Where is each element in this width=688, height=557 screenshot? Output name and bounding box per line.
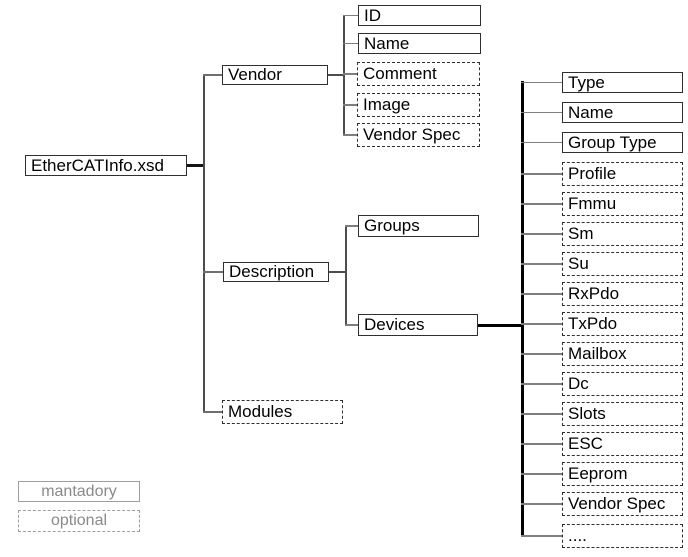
connector-line xyxy=(521,233,562,235)
legend-mandatory-box: mantadory xyxy=(18,481,140,502)
node-devices: Devices xyxy=(358,314,478,336)
node-eeprom: Eeprom xyxy=(562,462,683,486)
connector-line xyxy=(521,443,562,445)
node-label: Vendor Spec xyxy=(568,494,666,513)
node-fmmu: Fmmu xyxy=(562,192,683,216)
connector-line xyxy=(345,225,347,326)
node-description: Description xyxy=(223,262,329,282)
node-label: Image xyxy=(363,95,411,114)
connector-line xyxy=(521,473,562,475)
node-sm: Sm xyxy=(562,222,683,246)
connector-line xyxy=(345,324,358,326)
node-label: Su xyxy=(568,254,589,273)
node-label: Profile xyxy=(568,164,617,183)
connector-line xyxy=(343,14,345,136)
node-label: Group Type xyxy=(568,132,657,152)
node-su: Su xyxy=(562,252,683,276)
node-label: Comment xyxy=(363,64,437,83)
connector-line xyxy=(203,74,222,76)
node-label: Vendor xyxy=(228,65,282,84)
node-label: Groups xyxy=(364,216,420,235)
node-label: Modules xyxy=(228,402,293,421)
node-label: Description xyxy=(229,262,315,281)
connector-line xyxy=(203,411,222,413)
connector-line xyxy=(521,263,562,265)
node-label: Name xyxy=(364,33,410,53)
connector-line xyxy=(203,74,205,413)
connector-line xyxy=(521,173,562,175)
connector-line xyxy=(343,73,357,75)
legend-label: optional xyxy=(50,512,108,529)
node-dc: Dc xyxy=(562,372,683,396)
node-rxpdo: RxPdo xyxy=(562,282,683,306)
node-group-type: Group Type xyxy=(562,132,683,153)
connector-line xyxy=(521,203,562,205)
connector-line xyxy=(329,271,347,273)
node-label: Sm xyxy=(568,224,594,243)
connector-line xyxy=(521,535,562,537)
connector-line xyxy=(203,271,223,273)
node-label: Slots xyxy=(568,404,606,423)
connector-line xyxy=(345,225,358,227)
node-profile: Profile xyxy=(562,162,683,186)
connector-line xyxy=(521,323,562,325)
connector-line xyxy=(521,413,562,415)
node-vendor-spec-2: Vendor Spec xyxy=(562,492,683,516)
node-label: EtherCATInfo.xsd xyxy=(31,155,164,175)
node-esc: ESC xyxy=(562,432,683,456)
node-txpdo: TxPdo xyxy=(562,312,683,336)
connector-line xyxy=(328,74,345,76)
node-name-2: Name xyxy=(562,102,683,123)
node-label: ESC xyxy=(568,434,603,453)
node-modules: Modules xyxy=(222,400,343,424)
connector-line xyxy=(187,164,205,167)
node-etc: .... xyxy=(562,524,683,548)
connector-line xyxy=(521,503,562,505)
connector-line xyxy=(521,141,562,144)
node-label: Devices xyxy=(364,315,425,334)
node-label: .... xyxy=(568,526,587,545)
connector-line xyxy=(521,81,562,84)
node-label: Mailbox xyxy=(568,344,627,363)
node-label: TxPdo xyxy=(568,314,618,333)
node-vendor: Vendor xyxy=(222,65,328,85)
node-groups: Groups xyxy=(358,215,479,237)
node-label: Dc xyxy=(568,374,589,393)
node-slots: Slots xyxy=(562,402,683,426)
connector-line xyxy=(478,323,524,327)
node-name: Name xyxy=(358,33,481,54)
connector-line xyxy=(521,81,524,538)
node-label: Name xyxy=(568,102,614,122)
connector-line xyxy=(521,353,562,355)
node-label: RxPdo xyxy=(568,284,620,303)
node-label: Vendor Spec xyxy=(363,125,461,144)
node-vendor-spec-1: Vendor Spec xyxy=(357,123,480,147)
node-image: Image xyxy=(357,93,480,117)
node-label: ID xyxy=(364,5,381,25)
node-comment: Comment xyxy=(357,62,480,86)
connector-line xyxy=(521,293,562,295)
connector-line xyxy=(521,383,562,385)
connector-line xyxy=(343,42,358,45)
node-type: Type xyxy=(562,72,683,93)
connector-line xyxy=(521,111,562,114)
node-label: Fmmu xyxy=(568,194,617,213)
node-id: ID xyxy=(358,5,481,26)
node-label: Eeprom xyxy=(568,464,628,483)
node-root: EtherCATInfo.xsd xyxy=(25,155,187,176)
legend-label: mantadory xyxy=(41,482,117,500)
connector-line xyxy=(343,134,357,136)
legend-optional-box: optional xyxy=(18,510,140,532)
node-mailbox: Mailbox xyxy=(562,342,683,366)
connector-line xyxy=(343,14,358,17)
connector-line xyxy=(343,104,357,106)
node-label: Type xyxy=(568,72,605,92)
